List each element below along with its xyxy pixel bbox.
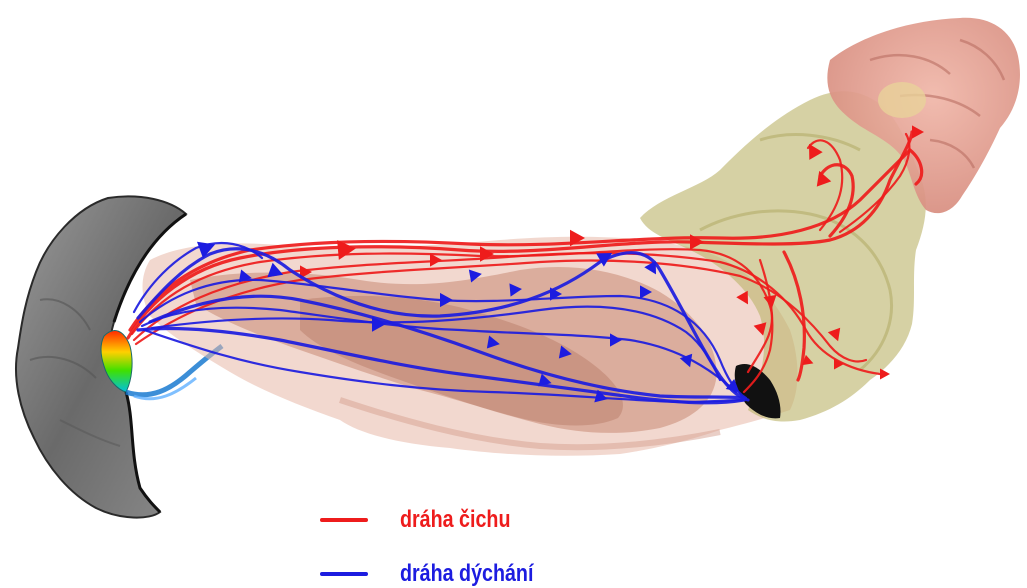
legend-swatch-smell xyxy=(320,518,368,522)
smell-arrow-icon xyxy=(880,369,890,380)
legend-item-smell: dráha čichu xyxy=(320,506,535,534)
legend-label-breathing: dráha dýchání xyxy=(400,560,533,588)
legend-item-breathing: dráha dýchání xyxy=(320,560,563,588)
legend-swatch-breathing xyxy=(320,572,368,576)
face-surface xyxy=(16,196,186,517)
legend-label-smell: dráha čichu xyxy=(400,506,510,534)
